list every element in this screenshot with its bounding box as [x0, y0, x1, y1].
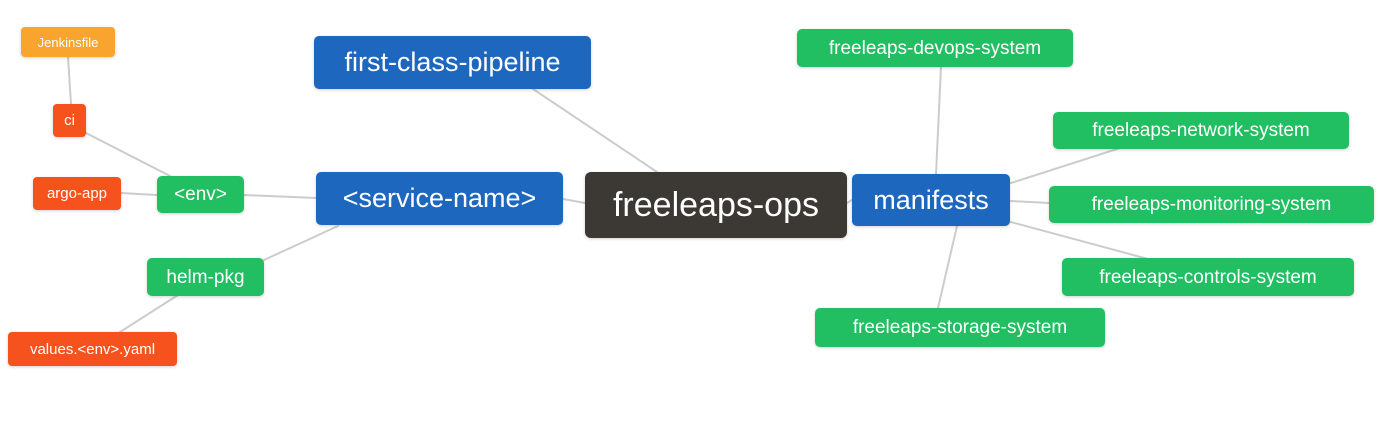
node-freeleaps-devops-system[interactable]: freeleaps-devops-system: [797, 29, 1073, 67]
node-freeleaps-storage-system[interactable]: freeleaps-storage-system: [815, 308, 1105, 347]
node-ci[interactable]: ci: [53, 104, 86, 137]
edge-first-class-pipeline-freeleaps-ops: [532, 88, 658, 173]
edge-manifests-freeleaps-devops-system: [935, 66, 942, 175]
node-freeleaps-ops[interactable]: freeleaps-ops: [585, 172, 847, 238]
node-freeleaps-controls-system[interactable]: freeleaps-controls-system: [1062, 258, 1354, 296]
edge-manifests-freeleaps-monitoring-system: [1010, 200, 1050, 204]
edge-argo-app-env: [120, 192, 158, 196]
edge-env-service-name: [243, 194, 317, 199]
node-argo-app[interactable]: argo-app: [33, 177, 121, 210]
edge-manifests-freeleaps-network-system: [1010, 147, 1121, 184]
node-jenkinsfile[interactable]: Jenkinsfile: [21, 27, 115, 57]
node-first-class-pipeline[interactable]: first-class-pipeline: [314, 36, 591, 89]
node-freeleaps-network-system[interactable]: freeleaps-network-system: [1053, 112, 1349, 149]
edge-manifests-freeleaps-storage-system: [937, 225, 958, 309]
edge-service-name-freeleaps-ops: [562, 198, 586, 204]
node-values-env-yaml[interactable]: values.<env>.yaml: [8, 332, 177, 366]
node-service-name[interactable]: <service-name>: [316, 172, 563, 225]
edge-values-env-yaml-helm-pkg: [119, 294, 179, 333]
node-env[interactable]: <env>: [157, 176, 244, 213]
node-helm-pkg[interactable]: helm-pkg: [147, 258, 264, 296]
node-manifests[interactable]: manifests: [852, 174, 1010, 226]
edge-jenkinsfile-ci: [67, 56, 72, 105]
edge-manifests-freeleaps-controls-system: [1010, 221, 1149, 260]
node-freeleaps-monitoring-system[interactable]: freeleaps-monitoring-system: [1049, 186, 1374, 223]
edge-ci-env: [85, 132, 171, 177]
edge-helm-pkg-service-name: [263, 225, 339, 261]
edge-freeleaps-ops-manifests: [846, 199, 853, 204]
